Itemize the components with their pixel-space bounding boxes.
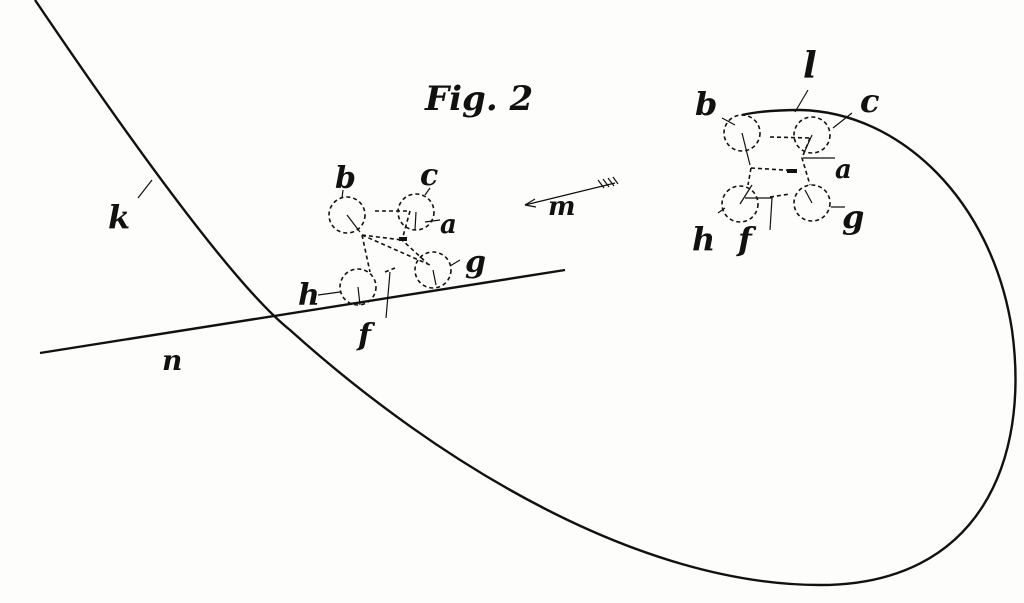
label-c: c [860,82,879,120]
leader-k [137,179,153,199]
wheel-h [339,268,377,306]
label-g: g [842,198,864,236]
label-l: l [803,45,817,87]
label-a: a [835,155,852,185]
label-g: g [465,245,486,280]
wheel-g [793,184,831,222]
line-n [39,268,566,355]
label-b: b [695,85,717,123]
track-curve [34,0,1017,587]
label-a: a [440,210,457,240]
wheel-c [397,193,435,231]
label-m: m [548,192,576,222]
label-k: k [108,198,130,236]
label-c: c [420,158,438,193]
wheel-g [414,251,452,289]
label-n: n [162,344,182,377]
wheel-c [793,116,831,154]
label-f: f [356,318,376,353]
wheel-b [328,196,366,234]
figure-title: Fig. 2 [424,79,533,119]
arrow-m [524,176,619,208]
wheel-h [721,185,759,223]
label-b: b [335,161,356,196]
wheel-b [723,114,761,152]
label-h: h [298,278,320,313]
leader-l [794,89,809,113]
label-f: f [736,220,757,258]
vehicle-cluster-right [717,112,853,231]
vehicle-cluster-left [317,187,461,319]
label-h: h [692,220,715,258]
